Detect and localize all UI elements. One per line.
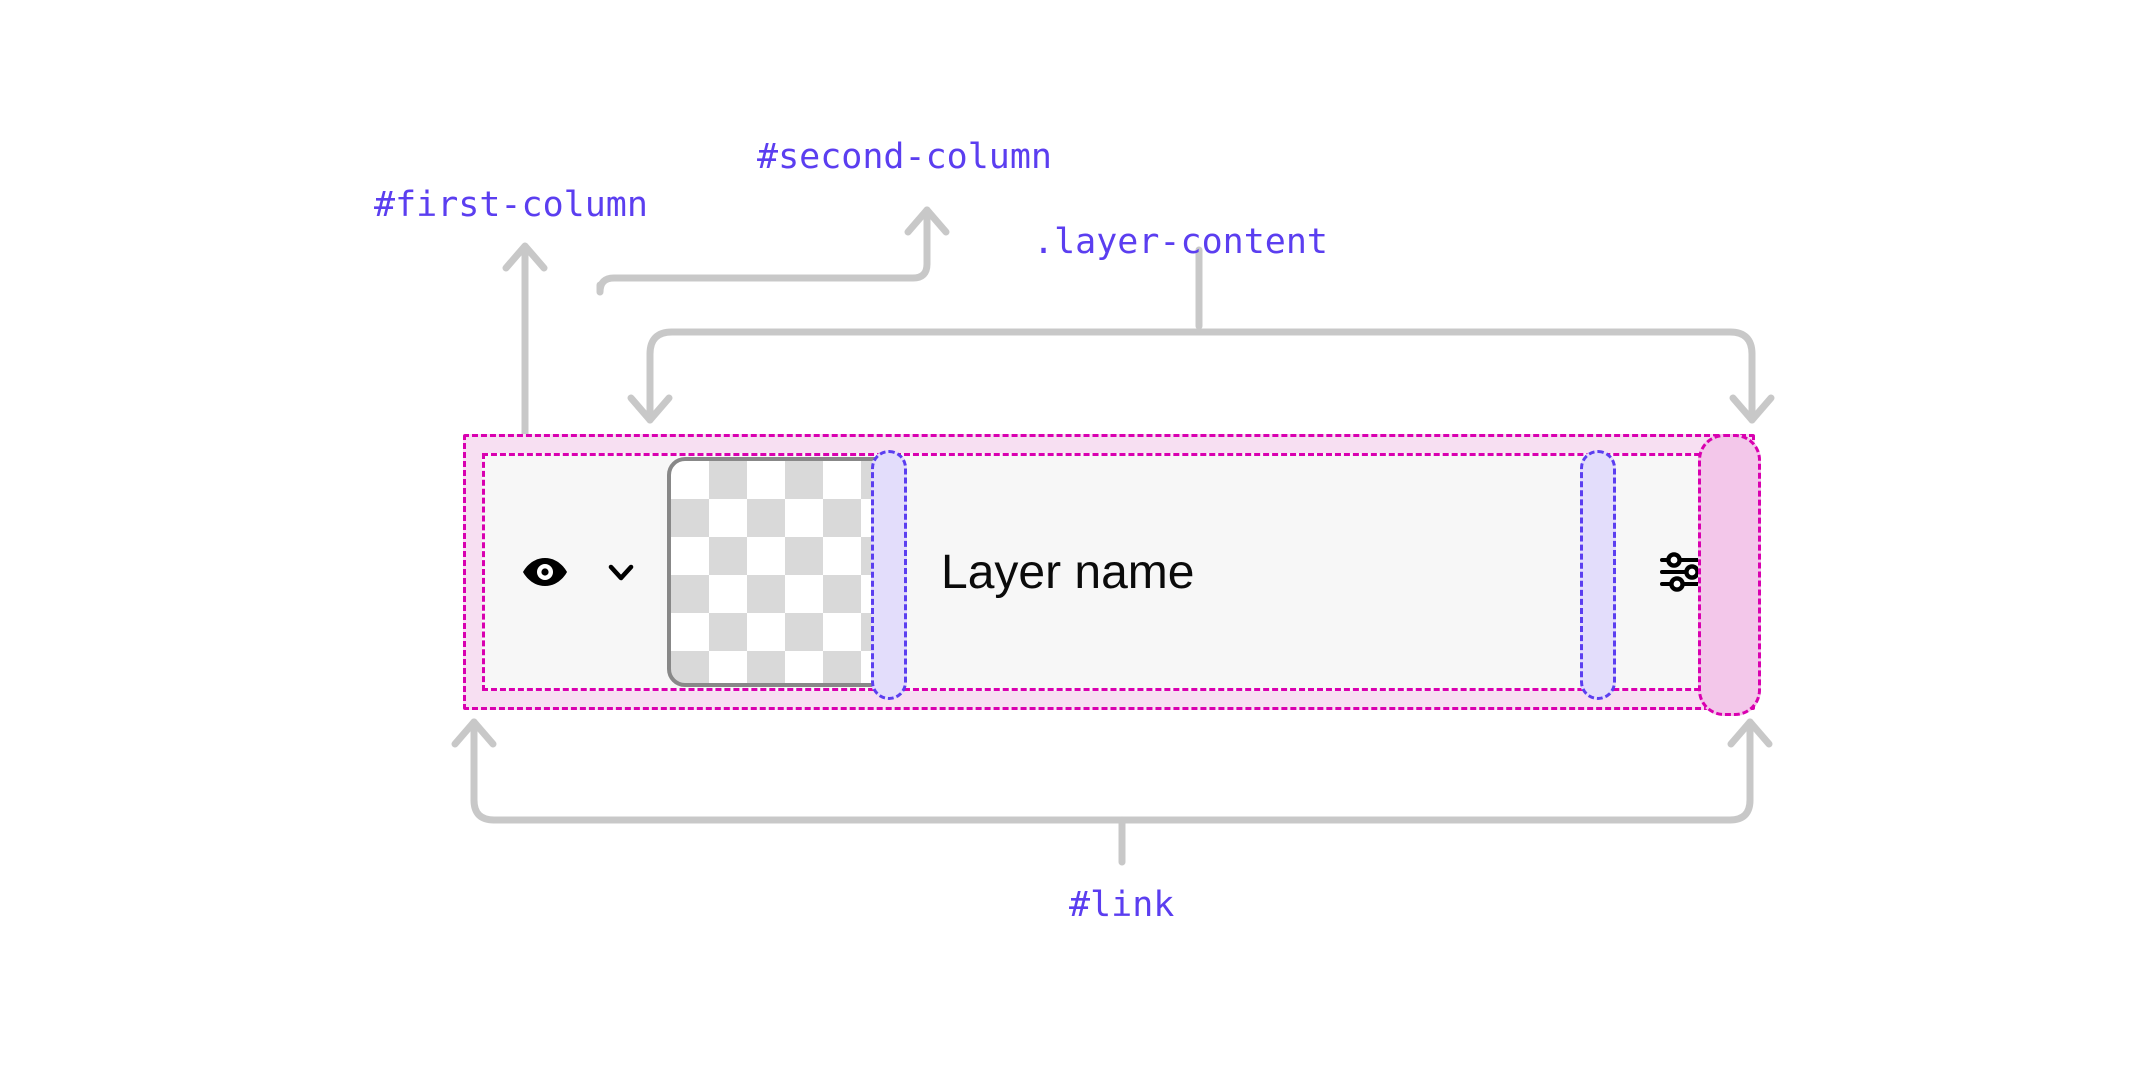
sliders-icon: [1660, 552, 1708, 592]
layer-actions: [1657, 545, 1711, 599]
eye-icon: [523, 558, 567, 586]
layer-row-inner: Layer name: [485, 456, 1733, 688]
expand-toggle-button[interactable]: [603, 554, 639, 590]
layer-settings-button[interactable]: [1657, 545, 1711, 599]
chevron-down-icon: [608, 564, 634, 581]
layer-content: Layer name: [941, 545, 1657, 600]
padding-highlight-right: [1698, 434, 1761, 716]
gap-highlight-before-settings: [1580, 450, 1616, 700]
gap-highlight-after-thumbnail: [871, 450, 907, 700]
link-row[interactable]: Layer name: [463, 434, 1761, 716]
second-column[interactable]: [667, 457, 897, 687]
annotation-label-layer-content: .layer-content: [1033, 222, 1329, 262]
first-column: [485, 548, 639, 596]
annotation-label-second-column: #second-column: [757, 137, 1053, 177]
checkerboard-thumbnail-icon: [667, 457, 897, 687]
layer-name-label: Layer name: [941, 545, 1195, 599]
annotation-label-link: #link: [1069, 885, 1175, 925]
annotation-label-first-column: #first-column: [374, 185, 648, 225]
visibility-toggle-button[interactable]: [521, 548, 569, 596]
